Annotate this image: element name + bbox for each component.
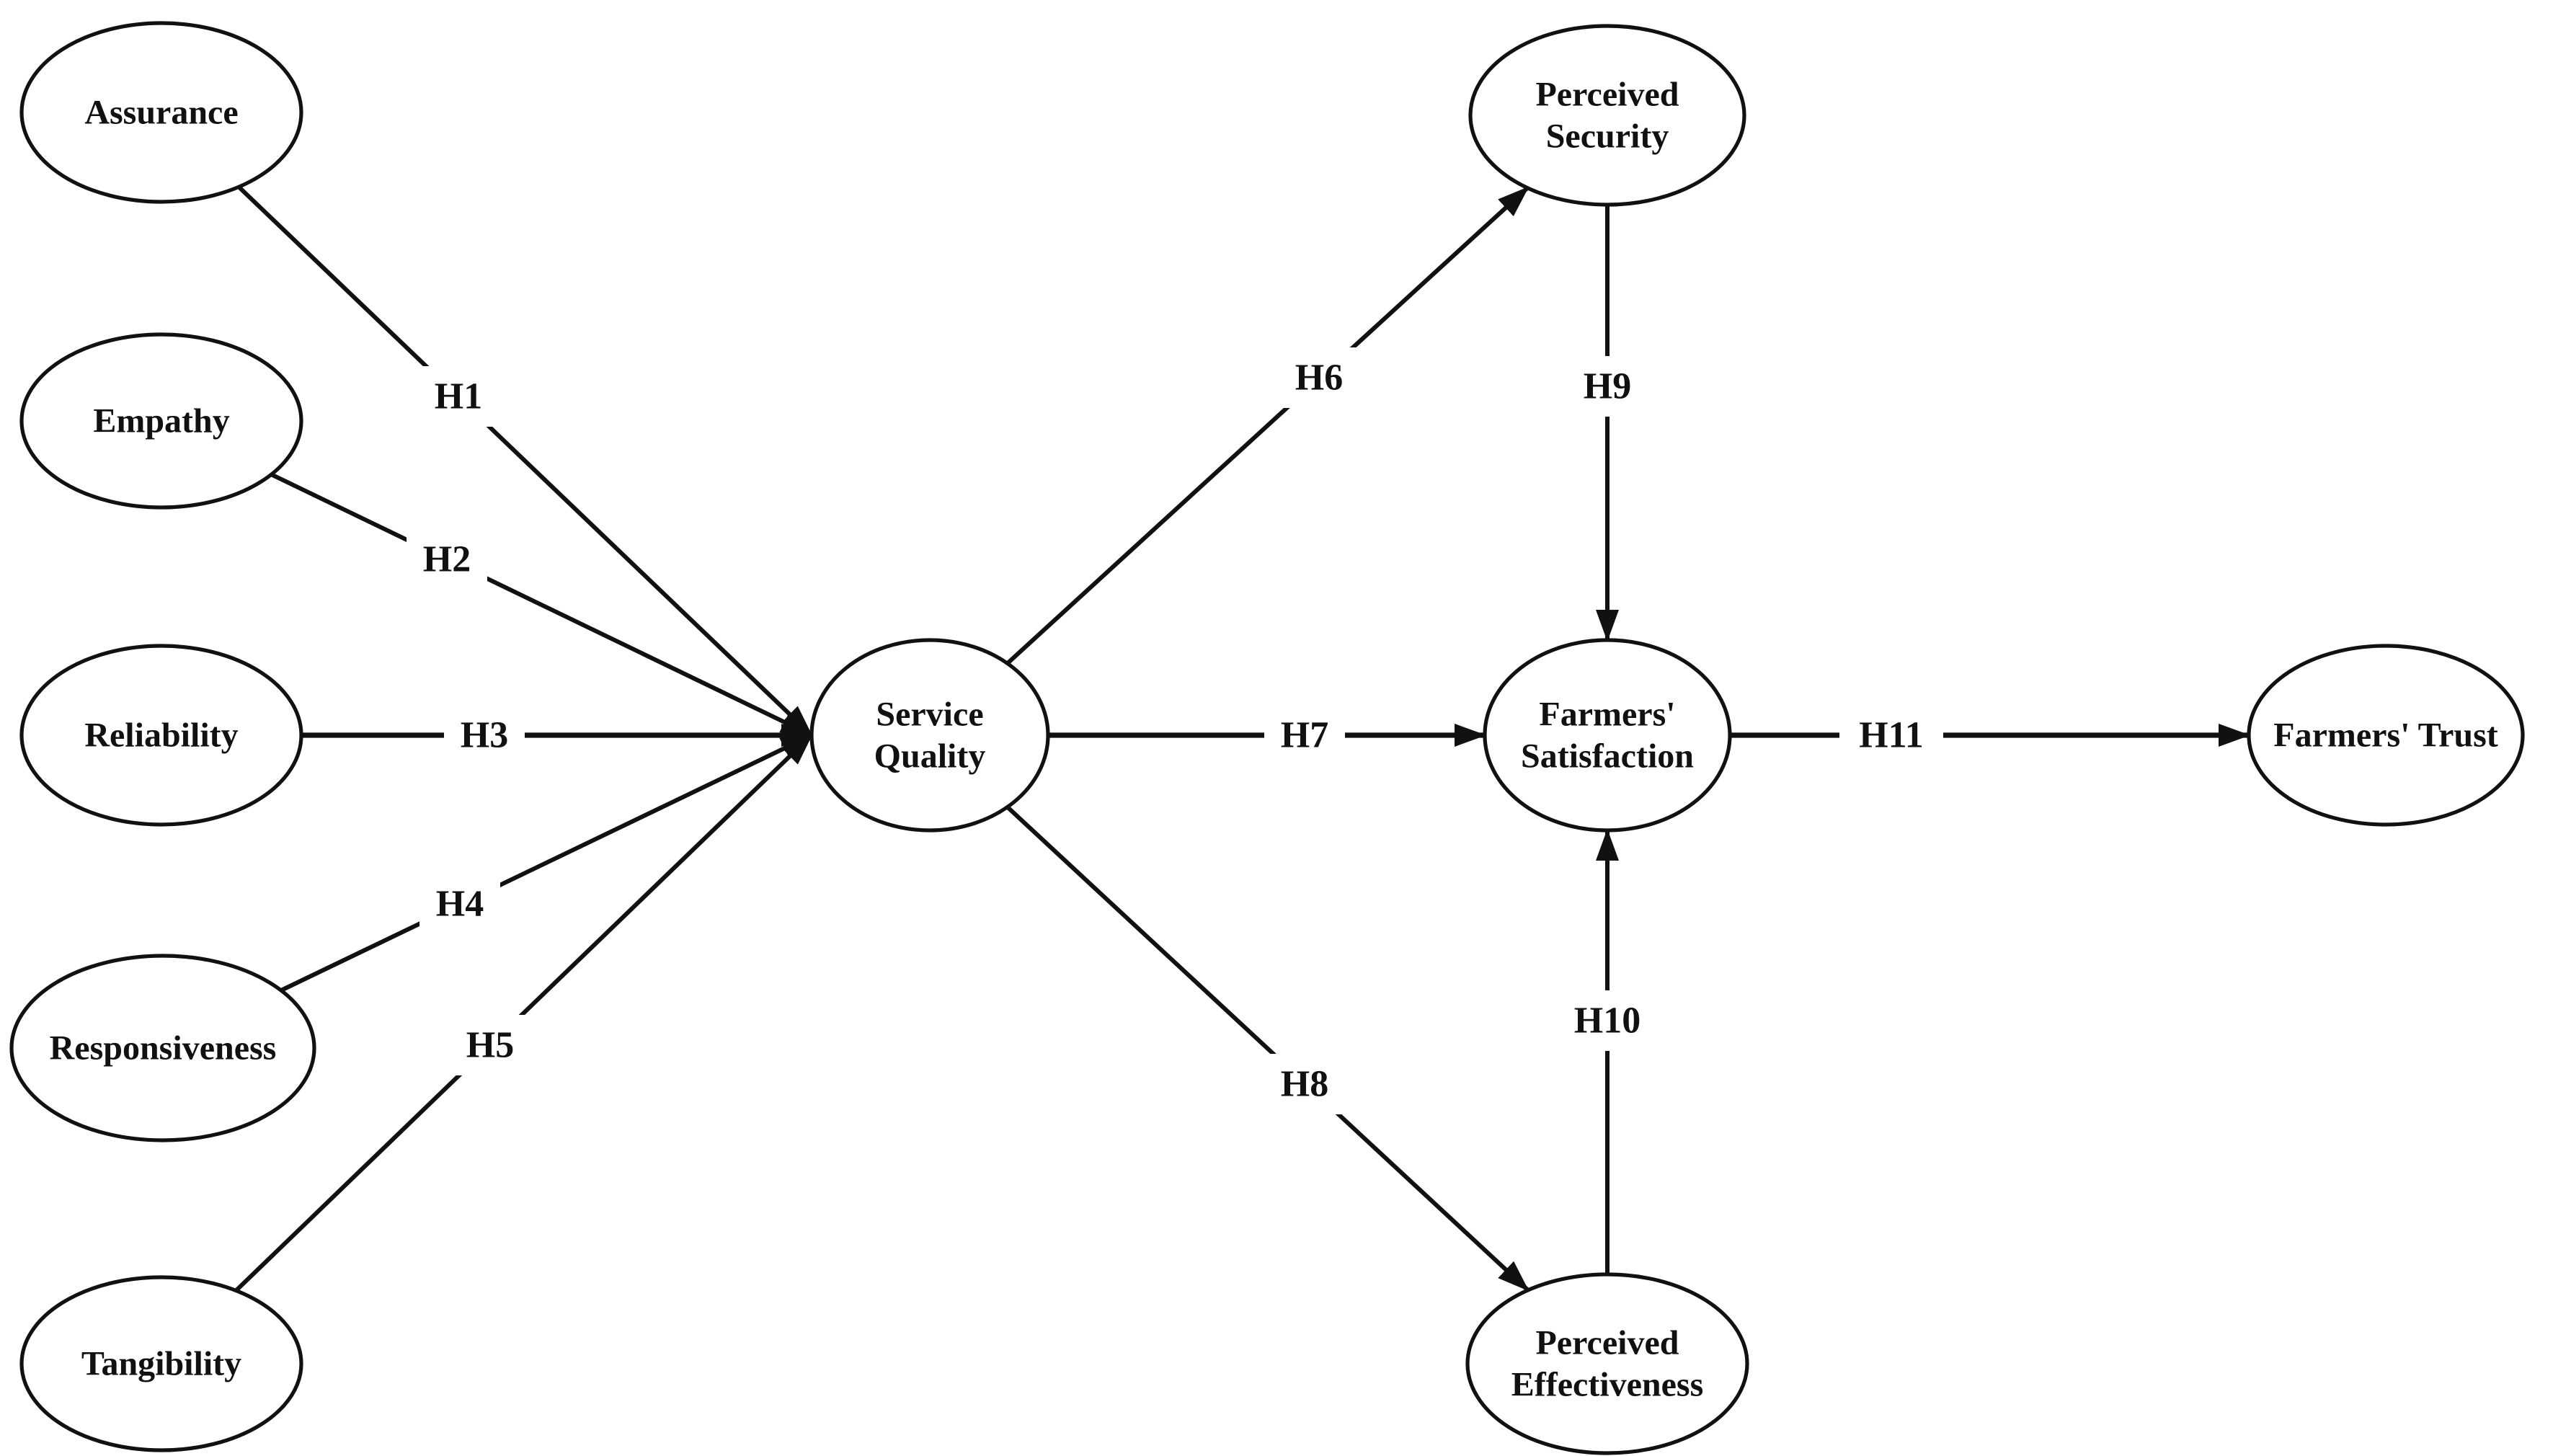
node-service-quality-ellipse	[809, 638, 1050, 833]
edge-h3-label: H3	[461, 715, 508, 756]
edge-h3-label-mask	[444, 705, 525, 765]
edge-h7-label-mask	[1264, 705, 1345, 765]
node-tangibility-ellipse	[19, 1275, 303, 1452]
node-farmers-trust-ellipse	[2247, 644, 2525, 827]
node-responsiveness-ellipse	[9, 954, 316, 1142]
edge-h1-line	[237, 185, 814, 737]
edge-h2-label: H2	[423, 539, 471, 580]
node-reliability-ellipse	[19, 644, 303, 827]
edges-layer	[234, 185, 2250, 1292]
node-empathy-ellipse	[19, 332, 303, 510]
edge-h11-label-mask	[1839, 705, 1943, 765]
node-responsiveness-label-line: Responsiveness	[50, 1029, 277, 1067]
node-assurance-ellipse	[19, 21, 303, 204]
edge-h5-line	[234, 733, 814, 1292]
edge-h9-label-mask	[1567, 356, 1648, 417]
edge-h10-label: H10	[1574, 1000, 1640, 1042]
node-farmers-satisfaction-label-line: Farmers'	[1539, 696, 1675, 734]
edge-h8-label: H8	[1281, 1064, 1328, 1105]
node-farmers-satisfaction-label-line: Satisfaction	[1521, 737, 1694, 776]
edge-h2-label-mask	[407, 529, 487, 590]
node-farmers-satisfaction-label: Farmers'Satisfaction	[1521, 696, 1694, 776]
node-farmers-trust-label: Farmers' Trust	[2273, 716, 2498, 755]
edge-h7-label: H7	[1281, 715, 1328, 756]
node-farmers-satisfaction-ellipse	[1483, 638, 1732, 833]
edge-h1-label: H1	[435, 376, 482, 417]
node-reliability-label-line: Reliability	[84, 716, 238, 755]
edge-h10-label-mask	[1555, 990, 1659, 1051]
edge-h9-label: H9	[1584, 366, 1631, 407]
node-empathy-label-line: Empathy	[93, 402, 229, 440]
edge-h8-line	[1005, 805, 1530, 1292]
edge-h6-label-mask	[1279, 347, 1359, 408]
node-perceived-security-ellipse	[1468, 24, 1746, 207]
node-farmers-trust-label-line: Farmers' Trust	[2273, 716, 2498, 755]
node-reliability-label: Reliability	[84, 716, 238, 755]
node-perceived-security-label-line: Perceived	[1535, 76, 1679, 114]
node-perceived-effectiveness-label-line: Perceived	[1535, 1324, 1679, 1362]
nodes-layer: AssuranceEmpathyReliabilityResponsivenes…	[9, 21, 2525, 1455]
node-service-quality-label-line: Service	[876, 696, 983, 734]
node-perceived-effectiveness-label-line: Effectiveness	[1511, 1366, 1704, 1404]
edge-h5-label-mask	[450, 1015, 530, 1075]
node-assurance-label-line: Assurance	[84, 94, 238, 132]
node-perceived-security-label-line: Security	[1546, 117, 1669, 156]
node-service-quality-label-line: Quality	[874, 737, 986, 776]
edge-h11-label: H11	[1859, 715, 1924, 756]
node-assurance-label: Assurance	[84, 94, 238, 132]
node-perceived-effectiveness-ellipse	[1465, 1272, 1749, 1455]
edge-h5-label: H5	[466, 1025, 514, 1066]
edge-h6-line	[1005, 185, 1530, 665]
edge-h1-label-mask	[418, 366, 499, 427]
node-tangibility-label-line: Tangibility	[81, 1345, 241, 1383]
edge-h4-label: H4	[436, 884, 484, 925]
node-tangibility-label: Tangibility	[81, 1345, 241, 1383]
edge-h6-label: H6	[1295, 358, 1343, 399]
edge-h4-label-mask	[419, 874, 500, 934]
edge-h8-label-mask	[1264, 1054, 1345, 1114]
node-responsiveness-label: Responsiveness	[50, 1029, 277, 1067]
node-empathy-label: Empathy	[93, 402, 229, 440]
edge-h2-line	[270, 472, 813, 737]
edge-h4-line	[280, 733, 813, 993]
